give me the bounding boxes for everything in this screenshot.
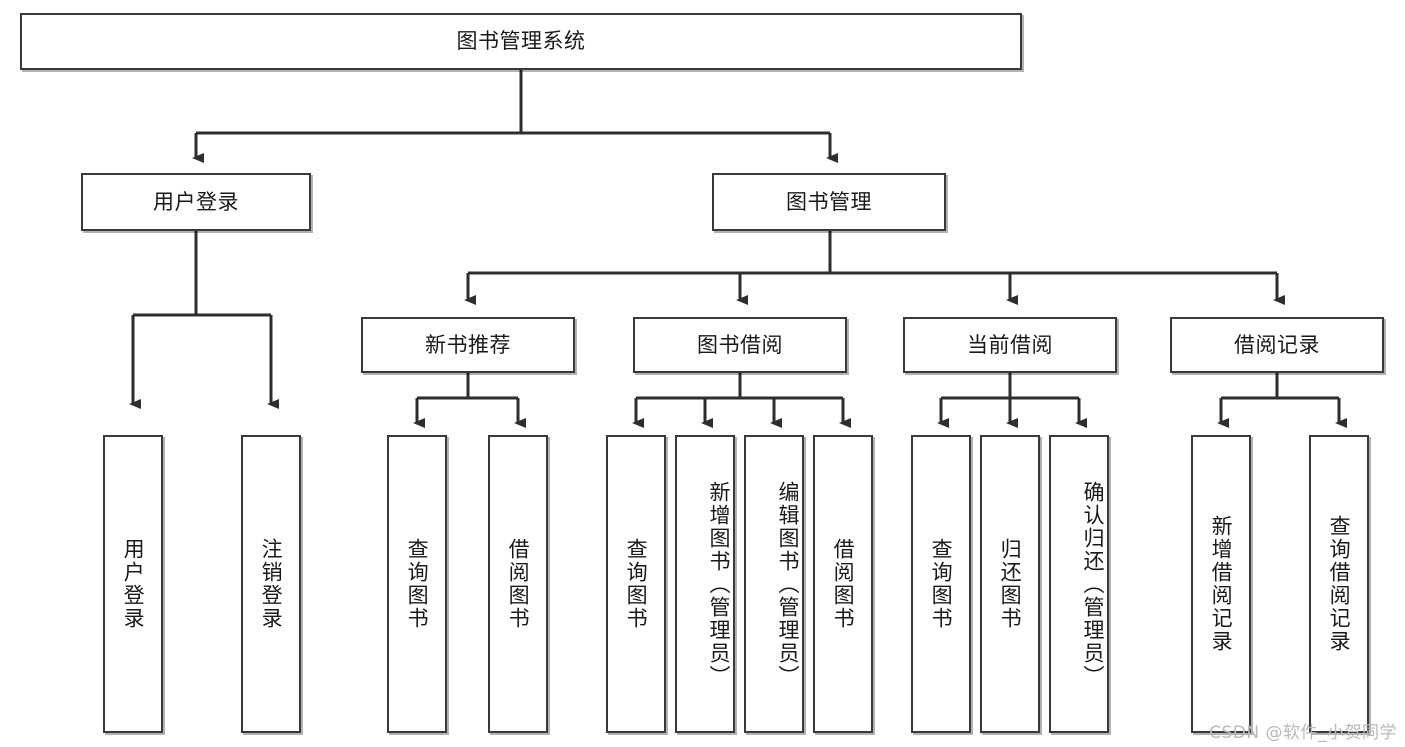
leaf-edit-book-admin[interactable]: 编辑图书（管理员） — [744, 435, 804, 733]
node-user-login[interactable]: 用户登录 — [81, 173, 311, 231]
leaf-borrow-book-borrow[interactable]: 借阅图书 — [813, 435, 873, 733]
node-label: 新书推荐 — [425, 332, 511, 357]
node-label: 借阅图书 — [506, 538, 531, 630]
node-label: 编辑图书（管理员） — [776, 480, 800, 688]
node-label: 归还图书 — [998, 538, 1023, 630]
leaf-return-book[interactable]: 归还图书 — [980, 435, 1040, 733]
node-label: 注销登录 — [259, 538, 284, 630]
node-label: 用户登录 — [121, 538, 146, 630]
leaf-add-borrow-record[interactable]: 新增借阅记录 — [1191, 435, 1251, 733]
node-label: 图书管理 — [786, 189, 872, 214]
node-current-borrow[interactable]: 当前借阅 — [903, 317, 1117, 373]
leaf-query-book-borrow[interactable]: 查询图书 — [606, 435, 666, 733]
node-label: 新增借阅记录 — [1209, 515, 1234, 653]
leaf-query-book-current[interactable]: 查询图书 — [911, 435, 971, 733]
csdn-watermark: CSDN @软件_小贺同学 — [1209, 723, 1397, 743]
leaf-query-borrow-record[interactable]: 查询借阅记录 — [1309, 435, 1369, 733]
node-new-book-recommend[interactable]: 新书推荐 — [361, 317, 575, 373]
node-label: 新增图书（管理员） — [707, 480, 731, 688]
node-label: 查询图书 — [929, 538, 954, 630]
node-book-borrow[interactable]: 图书借阅 — [633, 317, 847, 373]
leaf-confirm-return-admin[interactable]: 确认归还（管理员） — [1049, 435, 1109, 733]
node-label: 查询借阅记录 — [1327, 515, 1352, 653]
node-label: 用户登录 — [153, 189, 239, 214]
node-book-management[interactable]: 图书管理 — [712, 173, 946, 231]
node-label: 当前借阅 — [967, 332, 1053, 357]
node-label: 查询图书 — [624, 538, 649, 630]
node-root-system[interactable]: 图书管理系统 — [20, 13, 1022, 70]
node-label: 图书借阅 — [697, 332, 783, 357]
node-label: 借阅图书 — [831, 538, 856, 630]
leaf-query-book-recommend[interactable]: 查询图书 — [387, 435, 447, 733]
node-label: 确认归还（管理员） — [1081, 480, 1105, 688]
node-label: 查询图书 — [405, 538, 430, 630]
node-label: 借阅记录 — [1234, 332, 1320, 357]
leaf-logout-login[interactable]: 注销登录 — [241, 435, 301, 733]
node-borrow-record[interactable]: 借阅记录 — [1170, 317, 1384, 373]
leaf-borrow-book-recommend[interactable]: 借阅图书 — [488, 435, 548, 733]
node-label: 图书管理系统 — [456, 29, 586, 54]
leaf-user-login[interactable]: 用户登录 — [103, 435, 163, 733]
leaf-add-book-admin[interactable]: 新增图书（管理员） — [675, 435, 735, 733]
